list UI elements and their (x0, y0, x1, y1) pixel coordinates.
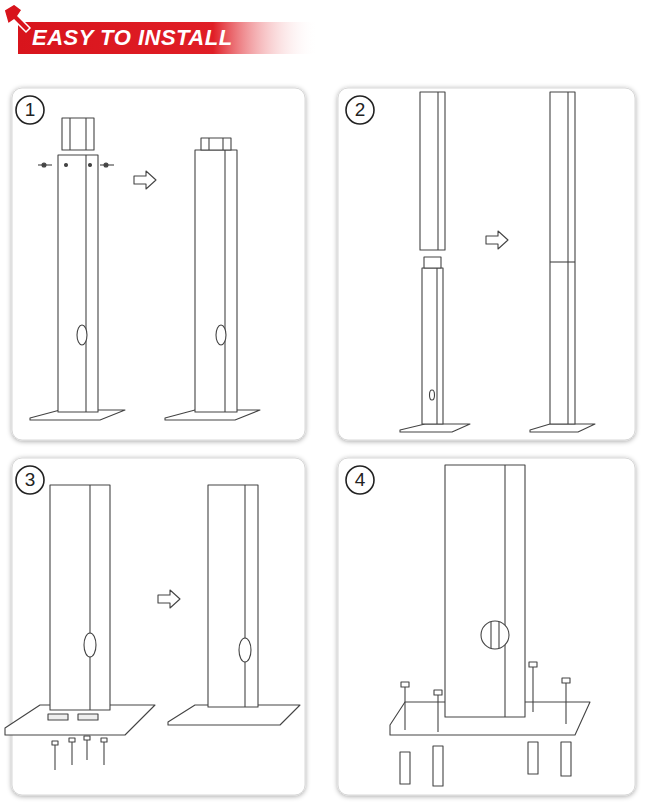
step-circles (16, 96, 374, 494)
step-panels (12, 88, 635, 795)
step-number: 3 (16, 466, 44, 494)
wrench-icon (4, 4, 30, 32)
step-number: 2 (346, 96, 374, 124)
step-number: 4 (346, 466, 374, 494)
title-banner (18, 22, 318, 54)
step-number: 1 (16, 96, 44, 124)
banner-title: EASY TO INSTALL (32, 24, 233, 52)
post-drawings (5, 92, 595, 786)
